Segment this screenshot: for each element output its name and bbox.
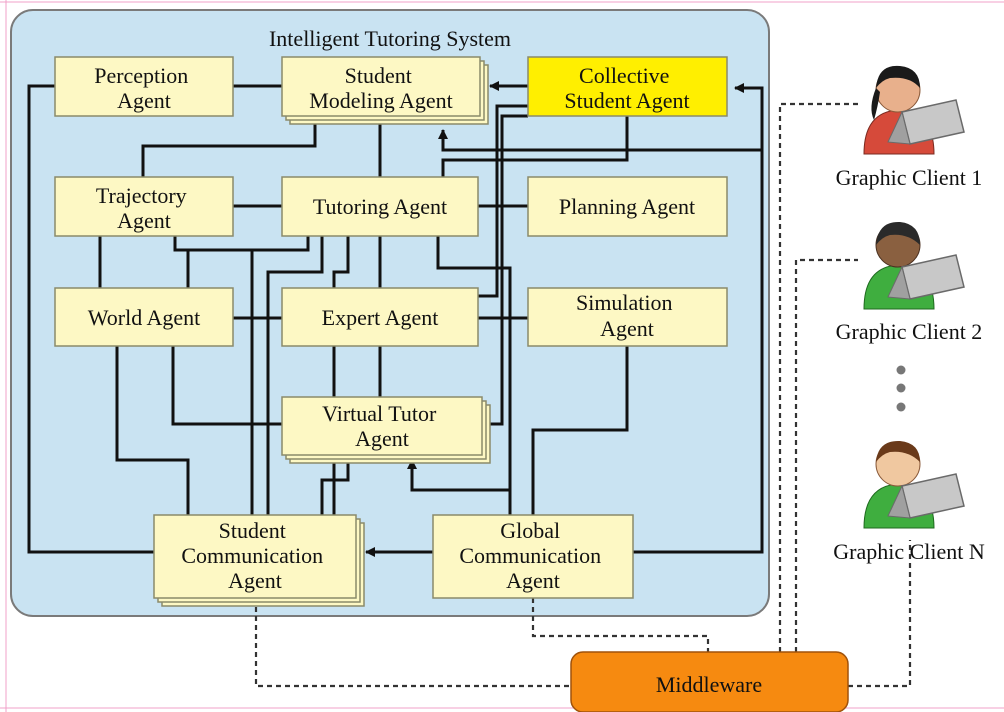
agent-simulation: Simulation Agent [527, 287, 728, 347]
connections [27, 81, 764, 557]
client-n: Graphic Client N [833, 440, 985, 564]
middleware-links [254, 102, 912, 688]
agent-tutoring-label: Tutoring Agent [313, 194, 447, 219]
agent-student-communication: Student Communication Agent [153, 514, 365, 607]
agent-student-modeling: Student Modeling Agent [281, 56, 489, 125]
agent-expert-label: Expert Agent [322, 305, 439, 330]
agent-collective-student: Collective Student Agent [527, 56, 728, 117]
person-with-laptop-icon [863, 440, 965, 529]
agent-trajectory-label: Trajectory Agent [96, 183, 192, 233]
agent-trajectory: Trajectory Agent [54, 176, 234, 237]
agent-collective-student-label: Collective Student Agent [564, 63, 689, 113]
agent-perception-label: Perception Agent [94, 63, 194, 113]
agent-virtual-tutor: Virtual Tutor Agent [281, 396, 491, 464]
agent-tutoring: Tutoring Agent [281, 176, 479, 237]
agent-student-modeling-label: Student Modeling Agent [309, 63, 453, 113]
agent-student-communication-label: Student Communication Agent [181, 518, 328, 593]
agent-perception: Perception Agent [54, 56, 234, 117]
client-2: Graphic Client 2 [836, 221, 983, 344]
person-with-laptop-icon [863, 221, 965, 310]
agent-simulation-label: Simulation Agent [576, 290, 678, 341]
agent-global-communication: Global Communication Agent [432, 514, 634, 599]
person-with-laptop-icon [863, 65, 965, 155]
ellipsis-dots [896, 365, 906, 412]
middleware-label: Middleware [656, 672, 762, 697]
client-2-label: Graphic Client 2 [836, 319, 983, 344]
agent-planning: Planning Agent [527, 176, 728, 237]
agent-global-communication-label: Global Communication Agent [459, 518, 606, 593]
its-title: Intelligent Tutoring System [269, 26, 511, 51]
client-n-label: Graphic Client N [833, 539, 985, 564]
client-1-label: Graphic Client 1 [836, 165, 983, 190]
agent-world: World Agent [54, 287, 234, 347]
agent-planning-label: Planning Agent [559, 194, 695, 219]
agent-world-label: World Agent [88, 305, 201, 330]
client-1: Graphic Client 1 [836, 65, 983, 190]
middleware-node: Middleware [570, 651, 849, 712]
agent-virtual-tutor-label: Virtual Tutor Agent [322, 401, 442, 451]
agent-expert: Expert Agent [281, 287, 479, 347]
